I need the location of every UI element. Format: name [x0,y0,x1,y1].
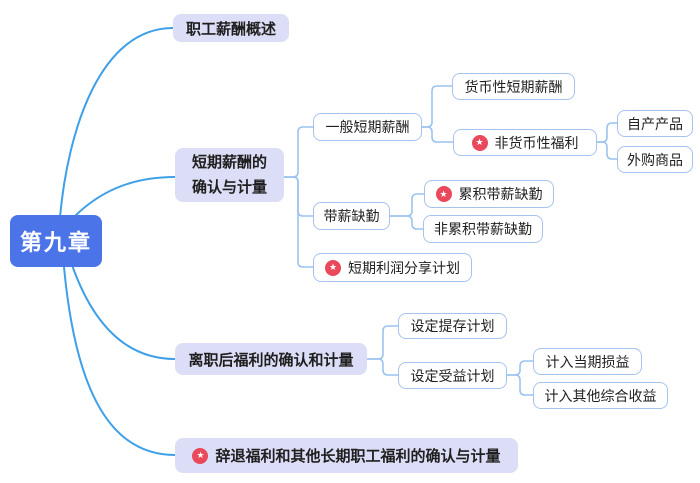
node-label: 外购商品 [627,151,683,168]
node-non-accumulating-paid-absence[interactable]: 非累积带薪缺勤 [423,215,543,243]
node-post-employment-benefits[interactable]: 离职后福利的确认和计量 [175,343,367,375]
node-label: 计入其他综合收益 [544,387,657,404]
node-accumulating-paid-absence[interactable]: ★ 累积带薪缺勤 [424,180,554,208]
node-label: 短期利润分享计划 [348,259,460,276]
node-paid-absence[interactable]: 带薪缺勤 [313,202,390,230]
node-monetary-short-term[interactable]: 货币性短期薪酬 [452,73,575,100]
node-label: 一般短期薪酬 [325,119,410,135]
node-label: 货币性短期薪酬 [464,78,563,95]
node-purchased-goods[interactable]: 外购商品 [617,146,693,173]
node-label: 计入当期损益 [545,353,630,370]
node-label: 第九章 [19,230,92,255]
star-icon: ★ [192,447,209,464]
node-label: 离职后福利的确认和计量 [188,351,354,369]
node-other-comprehensive-income[interactable]: 计入其他综合收益 [533,382,668,409]
node-label: 非货币性福利 [494,134,579,151]
node-label: 带薪缺勤 [323,208,380,224]
node-profit-sharing-plan[interactable]: ★ 短期利润分享计划 [313,253,472,282]
node-label: 累积带薪缺勤 [458,186,543,202]
node-non-monetary-benefits[interactable]: ★ 非货币性福利 [453,129,597,156]
node-chapter-root[interactable]: 第九章 [10,215,102,267]
star-icon: ★ [435,186,452,202]
node-defined-contribution-plan[interactable]: 设定提存计划 [398,313,507,339]
node-short-term-compensation[interactable]: 短期薪酬的确认与计量 [175,148,284,202]
node-termination-benefits[interactable]: ★ 辞退福利和其他长期职工福利的确认与计量 [175,438,518,473]
star-icon: ★ [325,259,341,276]
node-general-short-term[interactable]: 一般短期薪酬 [313,113,422,141]
node-label: 短期薪酬的确认与计量 [191,154,267,196]
star-icon: ★ [471,134,488,151]
node-label: 非累积带薪缺勤 [434,221,532,237]
node-overview[interactable]: 职工薪酬概述 [173,14,289,42]
node-label: 自产产品 [627,115,683,132]
node-label: 设定提存计划 [410,318,495,334]
node-label: 设定受益计划 [410,367,495,384]
node-defined-benefit-plan[interactable]: 设定受益计划 [398,362,507,389]
node-label: 职工薪酬概述 [185,20,276,38]
node-current-profit-loss[interactable]: 计入当期损益 [533,348,642,375]
node-self-produced-products[interactable]: 自产产品 [617,110,693,137]
node-label: 辞退福利和其他长期职工福利的确认与计量 [215,448,501,465]
